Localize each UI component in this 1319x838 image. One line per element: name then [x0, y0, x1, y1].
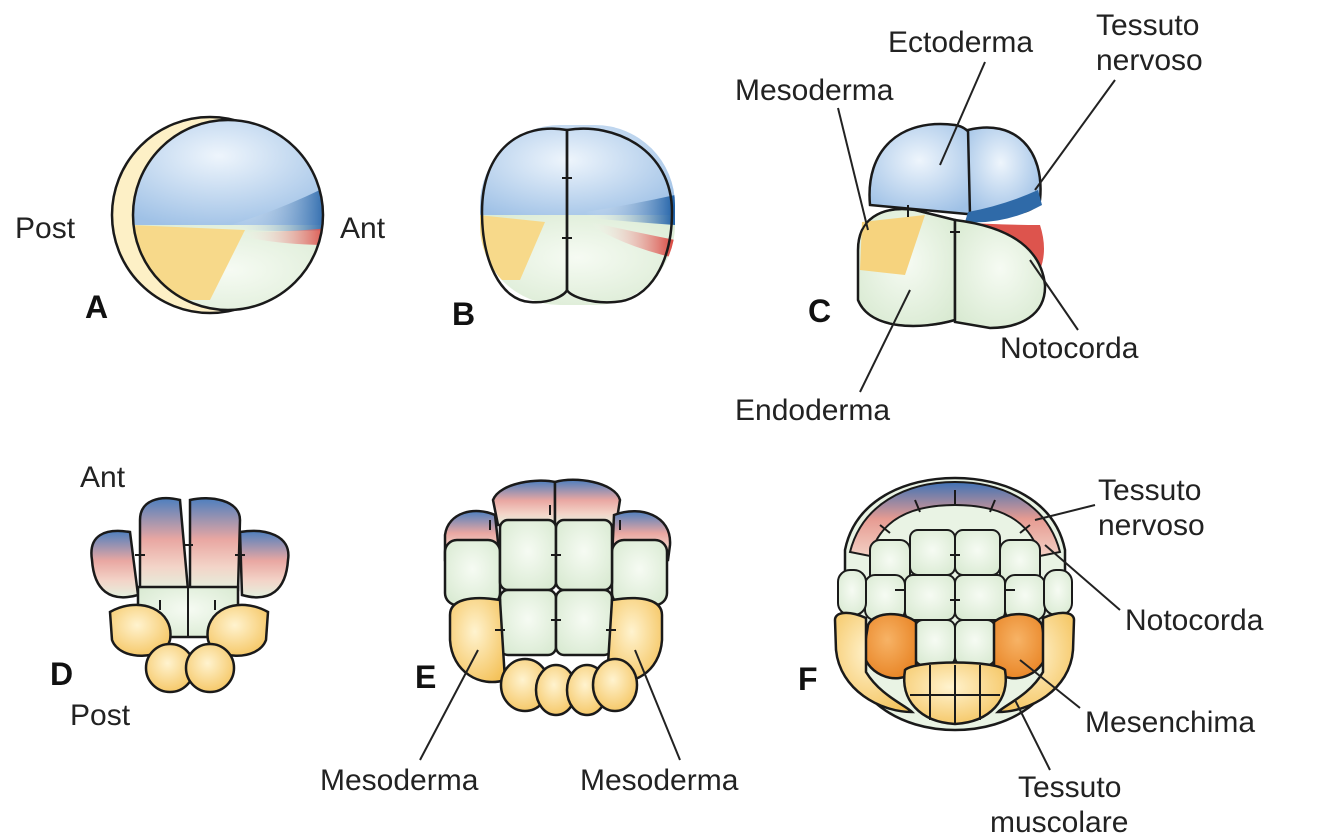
cell-e [612, 540, 667, 605]
neural-tissue-label-c-2: nervoso [1096, 44, 1203, 77]
ant-label-d: Ant [80, 461, 126, 494]
cell-e [493, 481, 555, 525]
mesoderm-left-label-e: Mesoderma [320, 764, 479, 797]
panel-letter-e: E [415, 659, 436, 695]
neural-tissue-label-f-2: nervoso [1098, 509, 1205, 542]
post-label-d: Post [70, 699, 131, 732]
cell-e [556, 520, 612, 590]
cell-d [140, 498, 188, 590]
cell-d [240, 531, 288, 597]
muscle-tissue-label-1: Tessuto [1018, 771, 1121, 804]
muscle-tissue-label-2: muscolare [990, 806, 1128, 838]
ectoderm-label: Ectoderma [888, 26, 1033, 59]
panel-f: Tessuto nervoso Notocorda Mesenchima Tes… [798, 474, 1264, 838]
cell-e [555, 480, 620, 525]
panel-letter-d: D [50, 656, 73, 692]
mesoderm-label-c: Mesoderma [735, 74, 894, 107]
panel-letter-c: C [808, 293, 831, 329]
cell-e [450, 598, 505, 682]
cell-e [593, 659, 637, 711]
neural-tissue-label-f-1: Tessuto [1098, 474, 1201, 507]
post-label-a: Post [15, 212, 76, 245]
cell-e [500, 590, 556, 655]
neural-tissue-label-c-1: Tessuto [1096, 9, 1199, 42]
cell-e [445, 540, 500, 605]
panel-letter-f: F [798, 661, 818, 697]
panel-c: Ectoderma Tessuto nervoso Mesoderma Noto… [735, 9, 1203, 427]
mesenchyme-label: Mesenchima [1085, 706, 1255, 739]
panel-a: Post Ant A [15, 110, 386, 325]
panel-letter-b: B [452, 296, 475, 332]
cell-e [556, 590, 612, 655]
cell-d [190, 498, 240, 590]
ectoderm-cell-left [870, 124, 981, 215]
panel-letter-a: A [85, 289, 108, 325]
notochord-label-c: Notocorda [1000, 332, 1139, 365]
notochord-label-f: Notocorda [1125, 604, 1264, 637]
cell-e [500, 520, 556, 590]
panel-d: Ant Post D [50, 461, 288, 732]
cell-d [91, 531, 138, 597]
mesoderm-right-label-e: Mesoderma [580, 764, 739, 797]
cell-d [186, 644, 234, 692]
ant-label-a: Ant [340, 212, 386, 245]
panel-e: Mesoderma Mesoderma E [320, 480, 739, 797]
panel-b: B [452, 120, 680, 332]
endoderm-label: Endoderma [735, 394, 890, 427]
